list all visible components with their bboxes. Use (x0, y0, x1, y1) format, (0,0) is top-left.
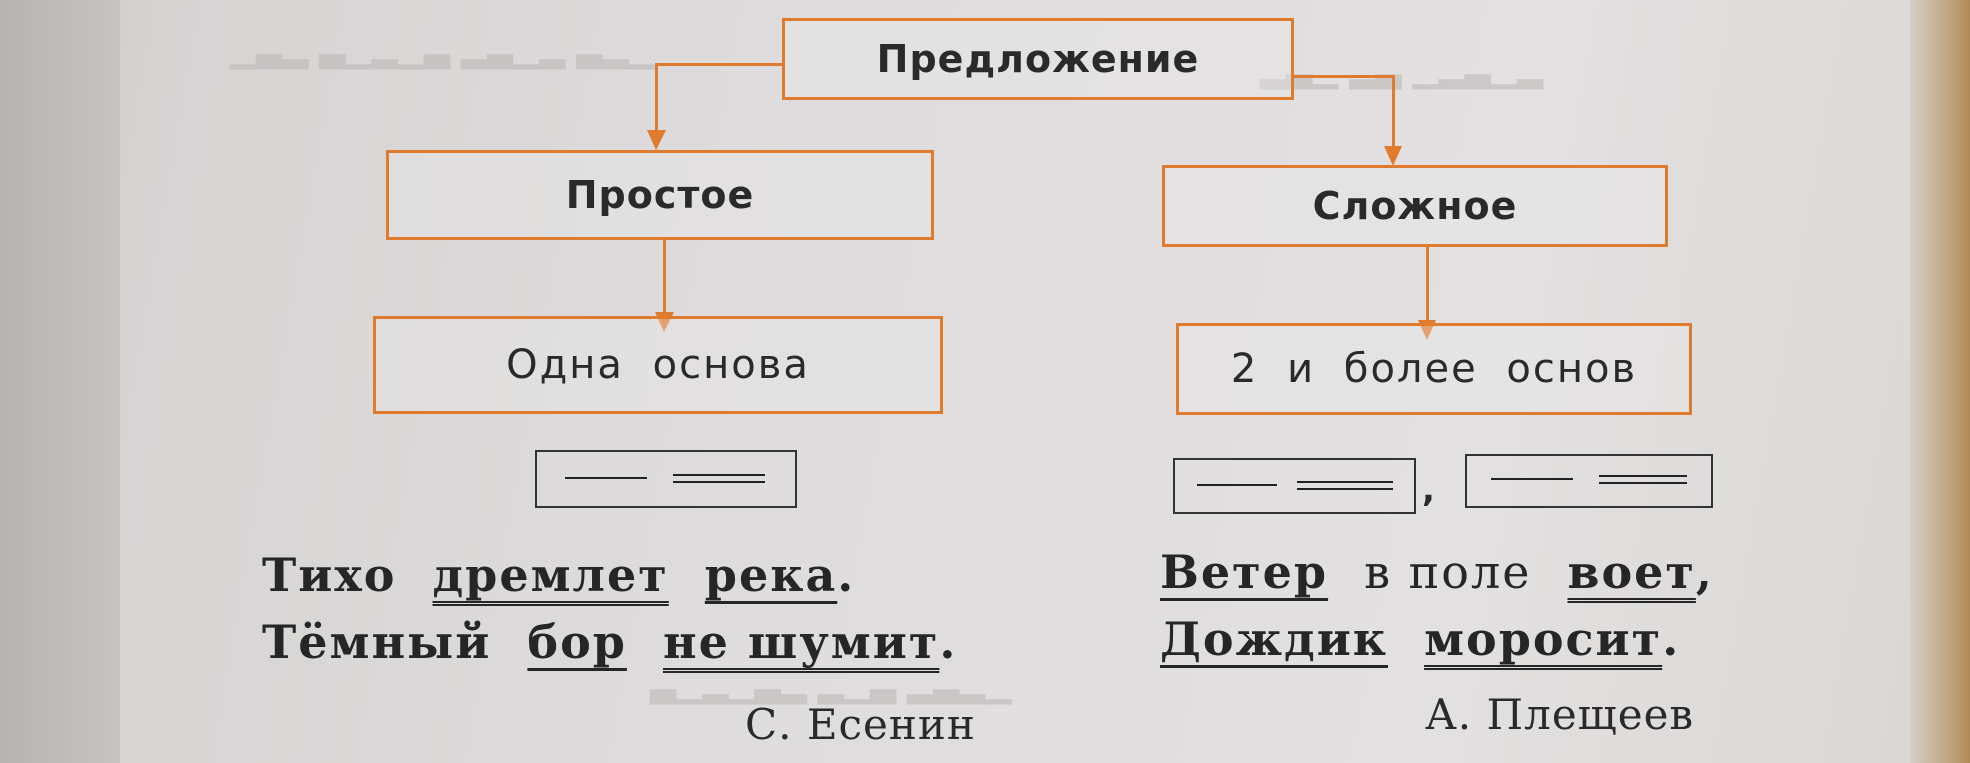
subject-word: бор (527, 615, 627, 669)
complex-desc: 2 и более основ (1230, 346, 1638, 392)
root-box: Предложение (782, 18, 1294, 100)
word: Тихо (262, 548, 397, 602)
arrow-down-icon (647, 130, 666, 150)
example-complex-line2: Дождик моросит. (1160, 612, 1680, 666)
connector-line (1426, 247, 1429, 324)
punct: , (1695, 545, 1714, 599)
predicate-word: моросит (1424, 612, 1663, 666)
connector-line (1294, 75, 1394, 78)
connector-line (663, 238, 666, 316)
page-left-edge (0, 0, 120, 763)
example-simple-line2: Тёмный бор не шумит. (262, 615, 957, 669)
author-esenin: С. Есенин (745, 700, 976, 749)
punct: . (1662, 612, 1681, 666)
page-right-edge (1910, 0, 1970, 763)
subject-word: Ветер (1160, 545, 1329, 599)
simple-desc-box: Одна основа (373, 316, 943, 414)
basis-schema-simple (535, 450, 797, 508)
connector-line (656, 63, 784, 66)
connector-line (655, 63, 658, 136)
connector-line (1392, 75, 1395, 150)
basis-schema-1 (1173, 458, 1416, 514)
simple-box: Простое (386, 150, 934, 240)
author-pleshcheev: А. Плещеев (1425, 690, 1695, 739)
schema-comma: , (1422, 470, 1435, 510)
predicate-word: дремлет (432, 548, 669, 602)
predicate-word: воет (1567, 545, 1696, 599)
simple-desc: Одна основа (506, 342, 810, 388)
example-complex-line1: Ветер в поле воет, (1160, 545, 1714, 599)
arrow-down-icon (1384, 146, 1402, 166)
complex-desc-box: 2 и более основ (1176, 323, 1692, 415)
complex-label: Сложное (1312, 184, 1518, 228)
complex-box: Сложное (1162, 165, 1668, 247)
word: Тёмный (262, 615, 492, 669)
subject-word: Дождик (1160, 612, 1389, 666)
basis-schema-2 (1465, 454, 1713, 508)
word: в поле (1364, 545, 1532, 599)
subject-word: река (704, 548, 838, 602)
predicate-word: не шумит (662, 615, 940, 669)
example-simple-line1: Тихо дремлет река. (262, 548, 855, 602)
punct: . (837, 548, 856, 602)
root-label: Предложение (876, 37, 1200, 81)
punct: . (939, 615, 958, 669)
simple-label: Простое (565, 173, 755, 217)
